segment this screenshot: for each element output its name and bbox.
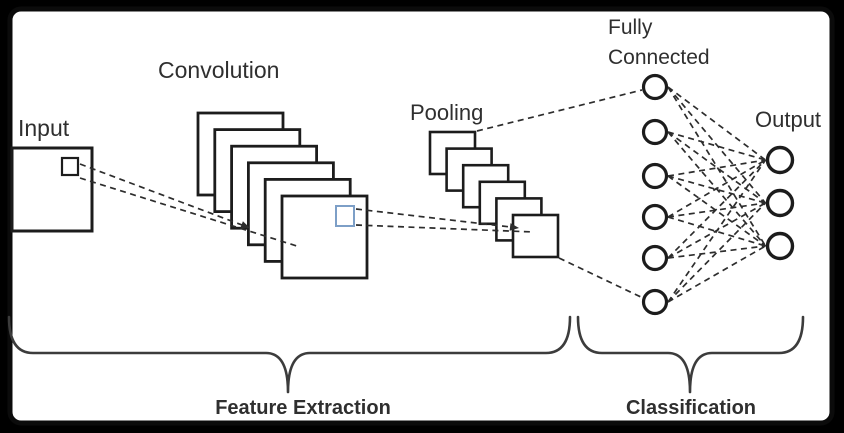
pooling-map (511, 213, 560, 259)
fully-connected-neuron (641, 288, 669, 316)
fc-to-output-line (667, 202, 767, 303)
classification-brace (576, 315, 805, 394)
classification-label: Classification (626, 397, 756, 419)
connection-lines (79, 86, 767, 303)
fc-to-output-line (667, 216, 766, 247)
fc-to-output-line (667, 245, 766, 259)
output-neuron (765, 231, 795, 261)
neuron-nodes (641, 73, 795, 316)
dashed-connection-line (355, 224, 535, 233)
fc-to-output-line (667, 245, 766, 303)
fully-connected-neuron (641, 162, 669, 190)
fc-to-output-line (667, 131, 766, 161)
output-label: Output (755, 107, 821, 132)
connection-arrowhead (240, 221, 250, 229)
fc-to-output-line (667, 159, 766, 177)
dashed-connection-line (558, 257, 644, 299)
input-kernel-square (60, 156, 80, 177)
section-braces (7, 315, 805, 394)
feature-extraction-brace (7, 315, 572, 394)
conv-feature-map (280, 194, 369, 280)
fully-connected-label-line1: Fully (608, 16, 653, 39)
conv-pooling-window-square (335, 205, 355, 227)
fc-to-output-line (667, 175, 766, 204)
dashed-connection-line (476, 89, 643, 132)
fc-to-output-line (667, 86, 767, 204)
connection-arrowhead (509, 223, 519, 231)
fully-connected-neuron (641, 118, 669, 146)
fc-to-output-line (667, 159, 766, 218)
convolution-label: Convolution (158, 57, 279, 83)
fc-to-output-line (667, 159, 767, 303)
input-label: Input (18, 115, 70, 141)
fc-to-output-line (667, 159, 767, 259)
fully-connected-neuron (641, 73, 669, 101)
output-neuron (765, 188, 795, 218)
fully-connected-neuron (641, 203, 669, 231)
dashed-connection-line (79, 177, 301, 248)
fc-to-output-line (667, 175, 766, 247)
fully-connected-neuron (641, 244, 669, 272)
feature-extraction-label: Feature Extraction (215, 397, 391, 419)
dashed-connection-line (355, 208, 512, 228)
fc-to-output-line (667, 202, 766, 218)
dashed-connection-line (79, 163, 243, 226)
layer-shapes (10, 111, 560, 280)
output-neuron (765, 145, 795, 175)
pooling-label: Pooling (410, 100, 483, 125)
fully-connected-label-line2: Connected (608, 46, 710, 69)
input-image-square (10, 146, 94, 233)
